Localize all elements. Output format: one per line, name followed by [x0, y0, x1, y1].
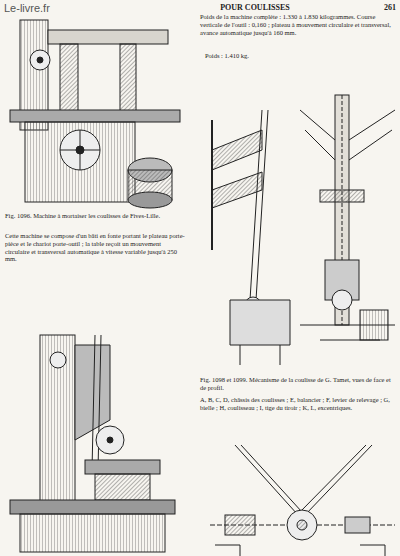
linkage-drawing [212, 95, 395, 365]
slotting-machine [10, 335, 175, 552]
body-text: Poids : 1.410 kg. [205, 52, 325, 60]
page-number: 261 [370, 3, 396, 13]
body-text: A, B, C, D, châssis des coulisses ; E, b… [200, 396, 395, 412]
figure-caption: Fig. 1098 et 1099. Mécanisme de la couli… [200, 376, 395, 392]
mortising-machine [10, 20, 180, 208]
body-text: Cette machine se compose d'un bâti en fo… [5, 232, 187, 263]
figure-caption: Fig. 1096. Machine à mortaiser les couli… [5, 212, 187, 220]
body-text: Poids de la machine complète : 1.330 à 1… [200, 13, 395, 36]
running-header: POUR COULISSES [195, 3, 315, 13]
watermark: Le-livre.fr [4, 2, 104, 15]
mechanism-plan [210, 445, 395, 556]
